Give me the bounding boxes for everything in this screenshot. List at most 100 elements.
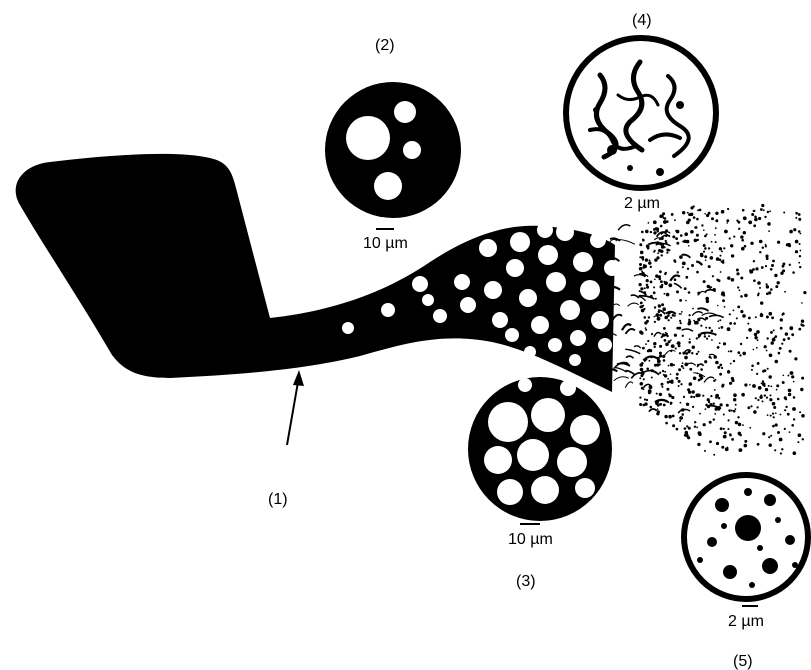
spray-droplet [753,410,757,414]
spray-droplet [646,399,648,401]
spray-droplet [773,329,775,331]
inset-bubbly [325,82,461,218]
spray-droplet [687,268,689,270]
spray-droplet [787,337,790,340]
spray-ligament [687,363,696,365]
spray-droplet [784,291,786,293]
spray-droplet [657,230,659,232]
spray-droplet [795,250,798,253]
spray-droplet [677,271,679,273]
spray-droplet [789,264,791,266]
spray-droplet [650,231,652,233]
spray-droplet [688,351,691,354]
spray-droplet [640,251,644,255]
spray-droplet [771,341,774,344]
spray-droplet [756,347,758,349]
spray-droplet [761,204,764,207]
spray-droplet [726,222,728,224]
spray-droplet [639,256,641,258]
spray-droplet [679,416,683,420]
spray-droplet [776,384,779,387]
spray-droplet [798,213,801,216]
spray-droplet [684,427,687,430]
spray-droplet [661,254,663,256]
spray-droplet [640,382,644,386]
droplet [762,558,778,574]
spray-droplet [675,347,677,349]
spray-droplet [657,359,661,363]
foam-cell [517,439,549,471]
spray-droplet [715,379,717,381]
scale-text-ligaments: 2 µm [624,195,660,212]
spray-droplet [755,397,757,399]
spray-droplet [744,245,747,248]
spray-droplet [681,311,683,313]
spray-droplet [803,291,806,294]
spray-droplet [688,427,691,430]
spray-droplet [739,289,741,291]
spray-droplet [682,335,684,337]
spray-droplet [676,242,679,245]
label-stage-3: (3) [516,573,536,590]
spray-droplet [774,274,777,277]
spray-droplet [793,396,796,399]
spray-droplet [688,219,691,222]
spray-droplet [799,255,801,257]
foam-cell [575,478,595,498]
spray-droplet [689,368,692,371]
spray-droplet [663,220,667,224]
foam-cell [484,446,512,474]
spray-droplet [666,388,669,391]
spray-droplet [797,441,799,443]
spray-droplet [793,228,796,231]
spray-droplet [793,451,797,455]
spray-droplet [736,272,739,275]
spray-droplet [639,397,641,399]
spray-droplet [801,320,804,323]
spray-ligament [618,225,630,230]
spray-droplet [648,222,650,224]
spray-droplet [657,408,659,410]
spray-droplet [768,291,771,294]
spray-droplet [775,423,778,426]
spray-droplet [753,279,756,282]
spray-droplet [709,286,712,289]
spray-droplet [757,281,761,285]
spray-droplet [646,286,649,289]
spray-droplet [715,241,717,243]
spray-droplet [800,323,802,325]
spray-droplet [668,249,670,251]
spray-droplet [770,268,773,271]
spray-droplet [770,435,772,437]
spray-droplet [644,398,646,400]
spray-droplet [728,409,731,412]
spray-droplet [682,241,684,243]
spray-droplet [791,333,794,336]
spray-droplet [705,259,707,261]
spray-droplet [715,361,719,365]
spray-droplet [682,352,685,355]
spray-droplet [733,398,736,401]
spray-droplet [731,254,734,257]
spray-droplet [721,385,724,388]
spray-droplet [799,411,801,413]
spray-droplet [696,372,698,374]
spray-droplet [697,443,700,446]
droplet [715,498,729,512]
spray-droplet [720,255,722,257]
spray-droplet [761,266,764,269]
spray-droplet [756,373,758,375]
spray-droplet [670,350,672,352]
spray-droplet [742,424,744,426]
jet-bubble [484,281,502,299]
spray-droplet [711,339,713,341]
inset-ligaments [566,38,716,188]
jet-bubble [537,222,553,238]
spray-droplet [762,247,764,249]
spray-droplet [728,351,730,353]
spray-droplet [770,314,772,316]
spray-droplet [742,314,746,318]
spray-droplet [795,217,797,219]
spray-droplet [766,397,768,399]
spray-droplet [724,431,727,434]
